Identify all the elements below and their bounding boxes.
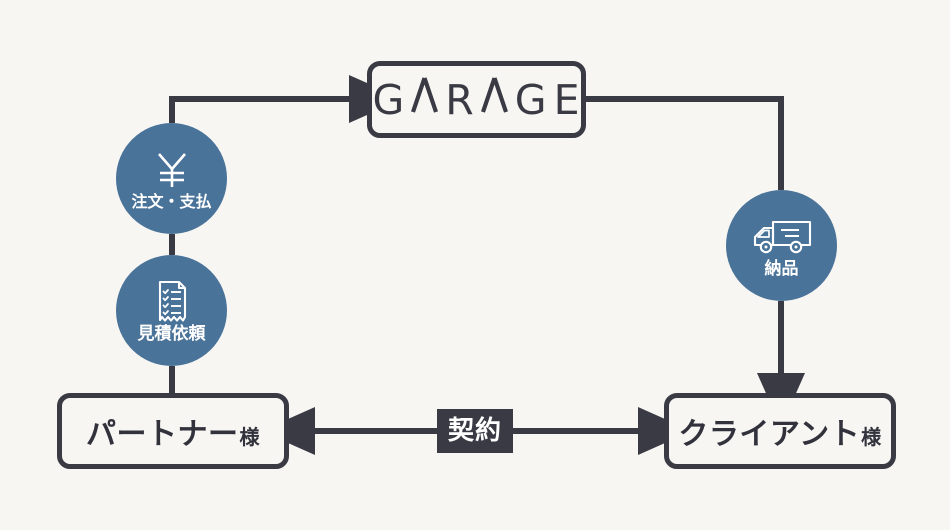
step-label-order: 注文・支払 — [131, 192, 212, 211]
garage-letter-g1: G — [372, 75, 412, 124]
garage-letter-a2 — [480, 76, 508, 113]
connector-order-to-garage — [169, 75, 403, 123]
delivery-truck-icon — [751, 214, 813, 260]
garage-letter-a1 — [411, 76, 439, 113]
connector-garage-to-delivery — [586, 96, 784, 190]
entity-name-client: クライアント — [678, 417, 861, 452]
entity-suffix-partner: 様 — [239, 425, 260, 449]
garage-letter-r: R — [445, 75, 481, 124]
entity-label-client: クライアント 様 — [678, 409, 881, 453]
step-circle-delivery: 納品 — [726, 190, 837, 301]
step-circle-order: 注文・支払 — [116, 123, 227, 234]
step-label-quote: 見積依頼 — [137, 323, 206, 344]
garage-logo-box: G R G E — [367, 61, 586, 138]
garage-wordmark: G R G E — [367, 76, 587, 124]
entity-label-partner: パートナー 様 — [86, 409, 260, 453]
checklist-document-icon — [153, 279, 191, 325]
garage-letter-e: E — [553, 75, 587, 124]
entity-suffix-client: 様 — [861, 425, 882, 449]
contract-label: 契約 — [447, 416, 502, 446]
entity-box-partner: パートナー 様 — [57, 393, 289, 469]
entity-box-client: クライアント 様 — [664, 393, 896, 469]
contract-badge: 契約 — [437, 409, 513, 453]
yen-icon — [152, 147, 192, 193]
step-circle-quote: 見積依頼 — [116, 255, 227, 366]
entity-name-partner: パートナー — [86, 417, 239, 452]
step-label-delivery: 納品 — [764, 258, 799, 279]
garage-letter-g2: G — [514, 75, 554, 124]
